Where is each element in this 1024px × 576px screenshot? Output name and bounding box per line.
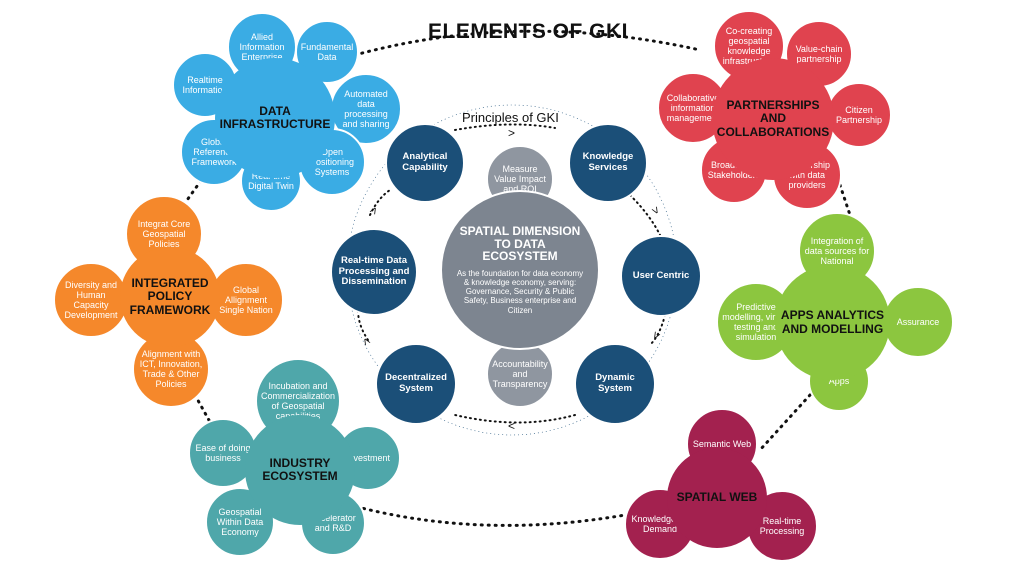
svg-text:>: > xyxy=(508,126,515,140)
svg-text:>: > xyxy=(648,204,664,217)
apps-item-assurance: Assurance xyxy=(882,286,954,358)
center-core: SPATIAL DIMENSION TO DATA ECOSYSTEM As t… xyxy=(440,190,600,350)
partnership-item-citizen: Citizen Partnership xyxy=(826,82,892,148)
principles-title: Principles of GKI xyxy=(462,110,559,125)
industry-hub: INDUSTRY ECOSYSTEM xyxy=(245,415,355,525)
principle-realtime-processing: Real-time Data Processing and Disseminat… xyxy=(330,228,418,316)
apps-hub: APPS ANALYTICS AND MODELLING xyxy=(775,265,890,380)
svg-text:>: > xyxy=(366,204,382,217)
center-description: As the foundation for data economy & kno… xyxy=(456,268,584,315)
partnership-item-valuechain: Value-chain partnership xyxy=(785,20,853,88)
center-title: SPATIAL DIMENSION TO DATA ECOSYSTEM xyxy=(459,224,581,264)
svg-text:>: > xyxy=(648,329,664,342)
principle-dynamic-system: Dynamic System xyxy=(574,343,656,425)
data-infra-hub: DATA INFRASTRUCTURE xyxy=(215,58,335,178)
data-infra-item-fundamental: Fundamental Data xyxy=(295,20,359,84)
policy-item-global: Global Allignment Single Nation xyxy=(208,262,284,338)
policy-item-diversity: Diversity and Human Capacity Development xyxy=(53,262,129,338)
center-bottom-accountability: Accountability and Transparency xyxy=(486,340,554,408)
principle-user-centric: User Centric xyxy=(620,235,702,317)
svg-text:>: > xyxy=(508,419,515,433)
diagram-title: ELEMENTS OF GKI xyxy=(428,20,629,43)
principle-analytical-capability: Analytical Capability xyxy=(385,123,465,203)
spatial-web-hub: SPATIAL WEB xyxy=(667,448,767,548)
partnership-hub: PARTNERSHIPS AND COLLABORATIONS xyxy=(712,58,834,180)
svg-text:>: > xyxy=(358,335,374,348)
policy-item-alignment: Alignment with ICT, Innovation, Trade & … xyxy=(132,330,210,408)
principle-decentralized-system: Decentralized System xyxy=(375,343,457,425)
principle-knowledge-services: Knowledge Services xyxy=(568,123,648,203)
industry-item-geospatial-economy: Geospatial Within Data Economy xyxy=(205,487,275,557)
policy-hub: INTEGRATED POLICY FRAMEWORK xyxy=(120,247,220,347)
data-infra-item-automated: Automated data processing and sharing xyxy=(330,73,402,145)
